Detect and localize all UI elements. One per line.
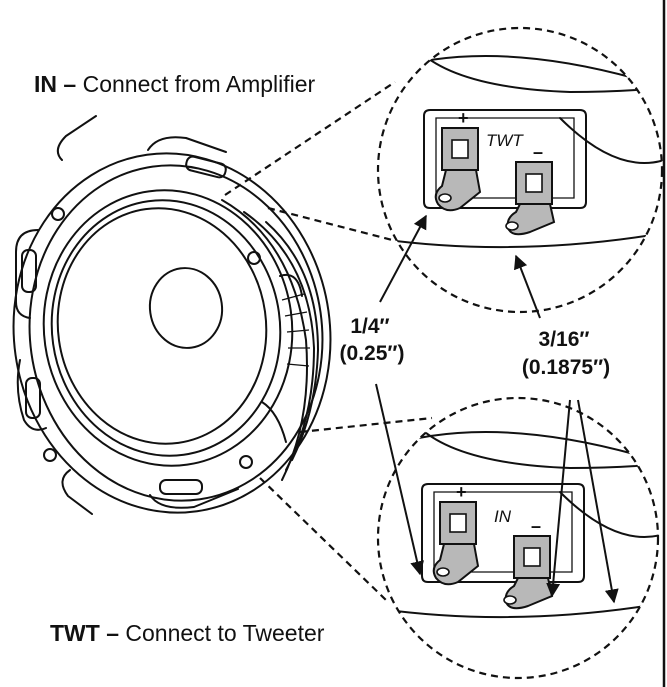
terminal-minus-label: – (533, 142, 543, 162)
callout-top-magnifier: + – TWT (376, 26, 664, 314)
twt-label-dash: – (100, 620, 126, 646)
terminal-twt-label: TWT (486, 131, 524, 150)
size-small-decimal: (0.25″) (340, 342, 405, 365)
spade-terminal-icon (505, 161, 556, 236)
in-label-dash: – (57, 71, 83, 97)
size-large-decimal: (0.1875″) (522, 356, 610, 379)
twt-label-text: Connect to Tweeter (125, 620, 324, 646)
spade-terminal-icon (432, 501, 480, 586)
in-label-bold: IN (34, 71, 57, 97)
callout-bottom-magnifier: + – IN (376, 396, 660, 680)
in-label-text: Connect from Amplifier (83, 71, 316, 97)
twt-label-bold: TWT (50, 620, 100, 646)
spade-terminal-icon (503, 535, 554, 610)
size-large-fraction: 3/16″ (539, 328, 590, 351)
size-small-fraction: 1/4″ (350, 315, 389, 338)
size-pointer-arrows (375, 214, 619, 604)
terminal-plus-label-bottom: + (456, 482, 467, 502)
terminal-in-label: IN (494, 507, 512, 526)
spade-terminal-icon (434, 127, 482, 212)
callout-connectors (224, 81, 433, 601)
in-connection-label: IN – Connect from Amplifier (34, 71, 316, 97)
terminal-minus-label-bottom: – (531, 516, 541, 536)
speaker-woofer-icon (12, 115, 332, 515)
terminal-plus-label: + (458, 108, 469, 128)
twt-connection-label: TWT – Connect to Tweeter (50, 620, 325, 646)
